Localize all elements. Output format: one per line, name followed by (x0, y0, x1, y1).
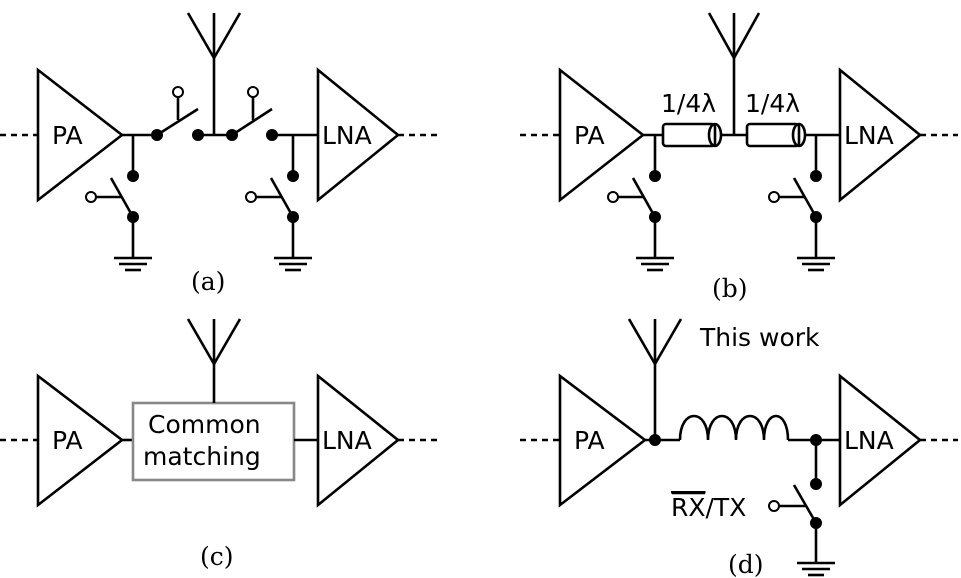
control-terminal (245, 191, 257, 203)
series-switch-rx (231, 107, 273, 137)
lna-amplifier (838, 373, 923, 508)
rx-overbar-label: RX (671, 493, 706, 522)
control-terminal (247, 86, 259, 98)
quarter-wave-line-icon (745, 122, 807, 148)
switch-contact (649, 170, 661, 182)
panel-c: PA Common matching LNA (c) (0, 318, 440, 571)
switch-contact (287, 170, 299, 182)
lna-label: LNA (844, 426, 894, 455)
lna-amplifier (838, 67, 923, 203)
switch-contact (127, 170, 139, 182)
antenna-icon (186, 12, 242, 135)
pa-amplifier (558, 373, 648, 508)
rx-tx-control-label: RX/TX (671, 493, 746, 522)
shunt-switch (792, 484, 818, 524)
antenna-icon (186, 318, 242, 403)
ground-icon (274, 217, 312, 272)
panel-b: PA 1/4λ 1/4λ (520, 12, 958, 303)
control-terminal (607, 191, 619, 203)
ground-icon (114, 217, 152, 272)
quarter-wave-label: 1/4λ (745, 89, 800, 118)
control-terminal (172, 86, 184, 98)
ground-icon (797, 523, 835, 577)
pa-label: PA (574, 121, 605, 150)
pa-label: PA (52, 121, 83, 150)
switch-contact (810, 170, 822, 182)
pa-amplifier (558, 67, 646, 203)
this-work-label: This work (699, 323, 820, 352)
control-terminal (768, 500, 780, 512)
control-terminal (768, 191, 780, 203)
antenna-icon (627, 318, 683, 440)
caption-b: (b) (712, 274, 748, 303)
ground-icon (797, 217, 835, 272)
switch-contact (810, 478, 822, 490)
ground-icon (636, 217, 674, 272)
control-terminal (85, 191, 97, 203)
inductor-icon (678, 414, 790, 441)
quarter-wave-line-icon (661, 122, 723, 148)
pa-label: PA (574, 426, 605, 455)
panel-d: PA This work RX/TX LNA (d) (520, 318, 958, 578)
panel-a: PA (0, 12, 440, 296)
lna-label: LNA (844, 121, 894, 150)
caption-c: (c) (200, 542, 234, 571)
lna-label: LNA (322, 426, 372, 455)
pa-label: PA (52, 426, 83, 455)
quarter-wave-label: 1/4λ (661, 89, 716, 118)
lna-amplifier (316, 373, 401, 508)
common-matching-network (131, 401, 296, 482)
common-matching-label-line2: matching (143, 442, 261, 471)
lna-amplifier (316, 67, 401, 203)
pa-amplifier (36, 67, 125, 203)
common-matching-label-line1: Common (148, 410, 261, 439)
pa-amplifier (36, 373, 125, 508)
tx-label: /TX (706, 493, 747, 522)
caption-d: (d) (728, 550, 764, 578)
antenna-icon (707, 12, 761, 135)
series-switch-tx (156, 107, 199, 137)
lna-label: LNA (322, 121, 372, 150)
caption-a: (a) (191, 267, 225, 296)
